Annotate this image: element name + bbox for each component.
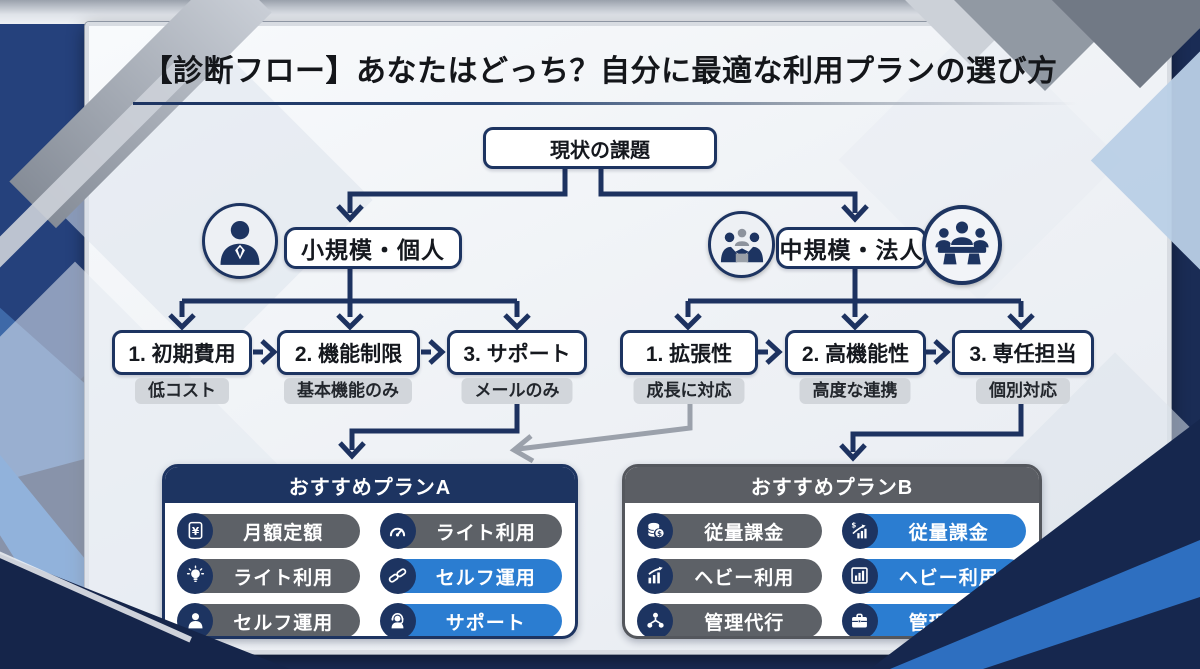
- network-icon: [637, 602, 673, 636]
- plan-item: ¥ 月額定額: [177, 512, 360, 549]
- bar-chart-icon: [841, 557, 878, 594]
- link-icon: [379, 557, 416, 594]
- criteria-sublabel: 個別対応: [976, 378, 1070, 404]
- plan-item: $ 従量課金: [637, 512, 822, 549]
- business-person-icon: [202, 203, 278, 279]
- plan-item: ライト利用: [379, 512, 562, 549]
- plan-item: ヘビー利用: [637, 557, 822, 594]
- node-current-issues: 現状の課題: [483, 127, 717, 169]
- coins-icon: $: [637, 512, 673, 549]
- criteria-box: 2. 機能制限: [277, 330, 420, 375]
- plan-b-title: おすすめプランB: [625, 467, 1039, 503]
- criteria-box: 1. 拡張性: [620, 330, 758, 375]
- plan-a-items: ¥ 月額定額 ライト利用 ライト利用 セルフ運用: [165, 503, 575, 636]
- briefcase-icon: [841, 602, 878, 636]
- criteria-box: 3. 専任担当: [952, 330, 1094, 375]
- svg-text:$: $: [851, 521, 856, 529]
- bulb-icon: [177, 557, 213, 594]
- chart-up-icon: [637, 557, 673, 594]
- criteria-sublabel: 成長に対応: [633, 378, 745, 404]
- plan-item: ライト利用: [177, 557, 360, 594]
- plan-item: 管理代行: [637, 602, 822, 636]
- title-underline: [133, 102, 1078, 105]
- svg-text:$: $: [657, 530, 662, 538]
- criteria-sublabel: 高度な連携: [799, 378, 911, 404]
- gauge-icon: [379, 512, 416, 549]
- page-title: 【診断フロー】あなたはどっち？自分に最適な利用プランの選び方: [142, 55, 1058, 88]
- plan-a-card: おすすめプランA ¥ 月額定額 ライト利用 ライト利用 セルフ運用: [162, 464, 578, 639]
- criteria-sublabel: メールのみ: [461, 378, 573, 404]
- node-mid-corporate: 中規模・法人: [776, 227, 927, 269]
- svg-text:¥: ¥: [191, 526, 199, 538]
- plan-item: セルフ運用: [177, 602, 360, 636]
- criteria-sublabel: 基本機能のみ: [284, 378, 412, 404]
- yen-icon: ¥: [177, 512, 213, 549]
- criteria-box: 2. 高機能性: [785, 330, 926, 375]
- plan-item: $ 従量課金: [841, 512, 1026, 549]
- node-small-individual: 小規模・個人: [284, 227, 462, 269]
- headset-icon: [379, 602, 416, 636]
- plan-a-title: おすすめプランA: [165, 467, 575, 503]
- criteria-box: 1. 初期費用: [112, 330, 252, 375]
- handshake-group-icon: [708, 211, 775, 278]
- plan-item: サポート: [379, 602, 562, 636]
- criteria-box: 3. サポート: [447, 330, 587, 375]
- person-icon: [177, 602, 213, 636]
- team-meeting-icon: [922, 205, 1002, 285]
- plan-item: セルフ運用: [379, 557, 562, 594]
- chart-dollar-icon: $: [841, 512, 878, 549]
- criteria-sublabel: 低コスト: [135, 378, 229, 404]
